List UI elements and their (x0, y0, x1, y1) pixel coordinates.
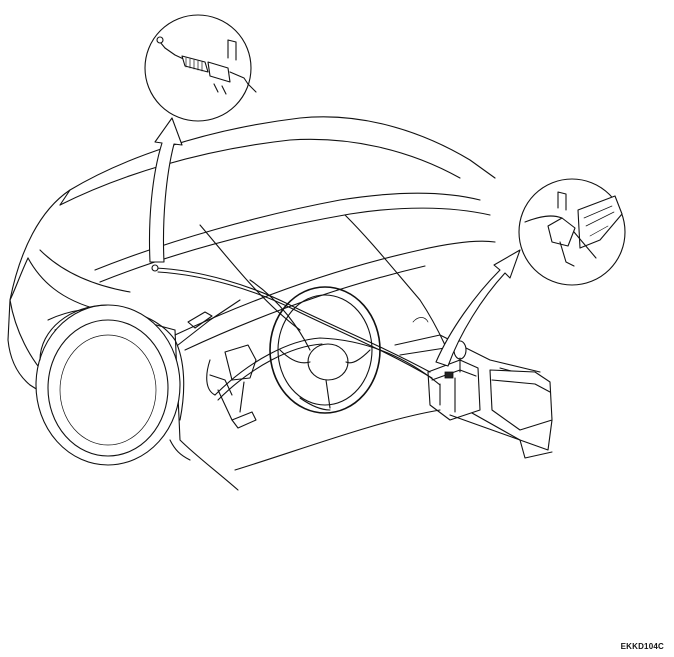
cable-end-clip-icon (156, 36, 257, 95)
lever-clip-icon (524, 191, 623, 267)
callout-arrow-left (148, 117, 183, 263)
cable-runs (151, 264, 441, 401)
car-body (7, 116, 496, 491)
callout-arrow-right (435, 249, 521, 367)
figure-code: EKKD104C (620, 642, 664, 651)
shift-lever-assembly (427, 340, 481, 421)
front-wheel (35, 304, 181, 466)
shift-lever-cable-detail (518, 178, 626, 286)
center-console (187, 311, 553, 459)
steering-column-cable-detail (144, 14, 257, 122)
pedal-bracket (209, 344, 257, 429)
